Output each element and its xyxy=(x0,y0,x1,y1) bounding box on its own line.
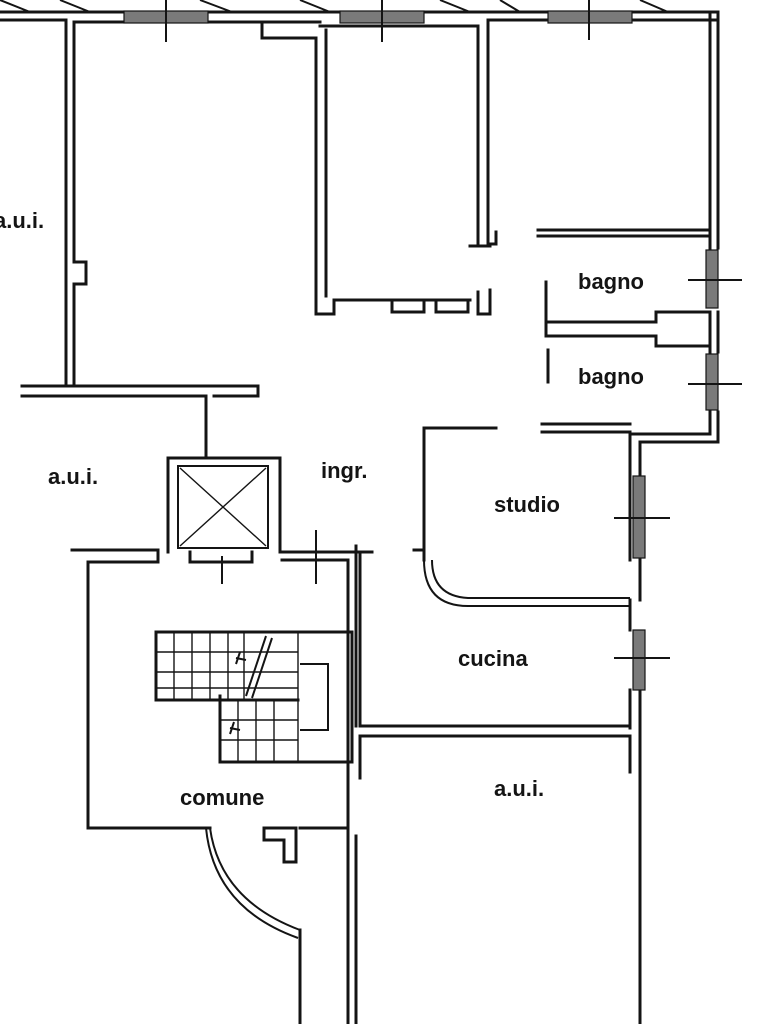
bottom-aui-walls xyxy=(354,544,362,780)
bagno-2-window xyxy=(688,353,742,411)
bagno-walls xyxy=(536,228,712,434)
room-label-bagno-1: bagno xyxy=(578,269,644,294)
top-window-2 xyxy=(339,0,425,42)
left-aui-walls xyxy=(20,18,260,460)
room-label-aui-bottom: a.u.i. xyxy=(494,776,544,801)
staircase xyxy=(154,630,354,764)
room-label-ingresso: ingr. xyxy=(321,458,367,483)
entrance-door xyxy=(205,827,301,939)
cucina-walls xyxy=(358,598,642,1024)
elevator-shaft xyxy=(166,384,282,554)
room-label-cucina: cucina xyxy=(458,646,528,671)
bagno-1-window xyxy=(688,249,742,309)
top-window-3 xyxy=(547,0,633,40)
top-window-1 xyxy=(123,0,209,42)
middle-room-walls xyxy=(260,18,498,316)
room-label-aui-top-left: a.u.i. xyxy=(0,208,44,233)
right-exterior-wall xyxy=(628,10,720,478)
cucina-window xyxy=(614,629,670,691)
room-label-aui-left: a.u.i. xyxy=(48,464,98,489)
room-label-studio: studio xyxy=(494,492,560,517)
room-label-comune: comune xyxy=(180,785,264,810)
studio-window xyxy=(614,475,670,559)
room-label-bagno-2: bagno xyxy=(578,364,644,389)
studio-walls xyxy=(412,426,642,607)
comune-walls xyxy=(70,530,374,1024)
pillar xyxy=(262,826,298,864)
